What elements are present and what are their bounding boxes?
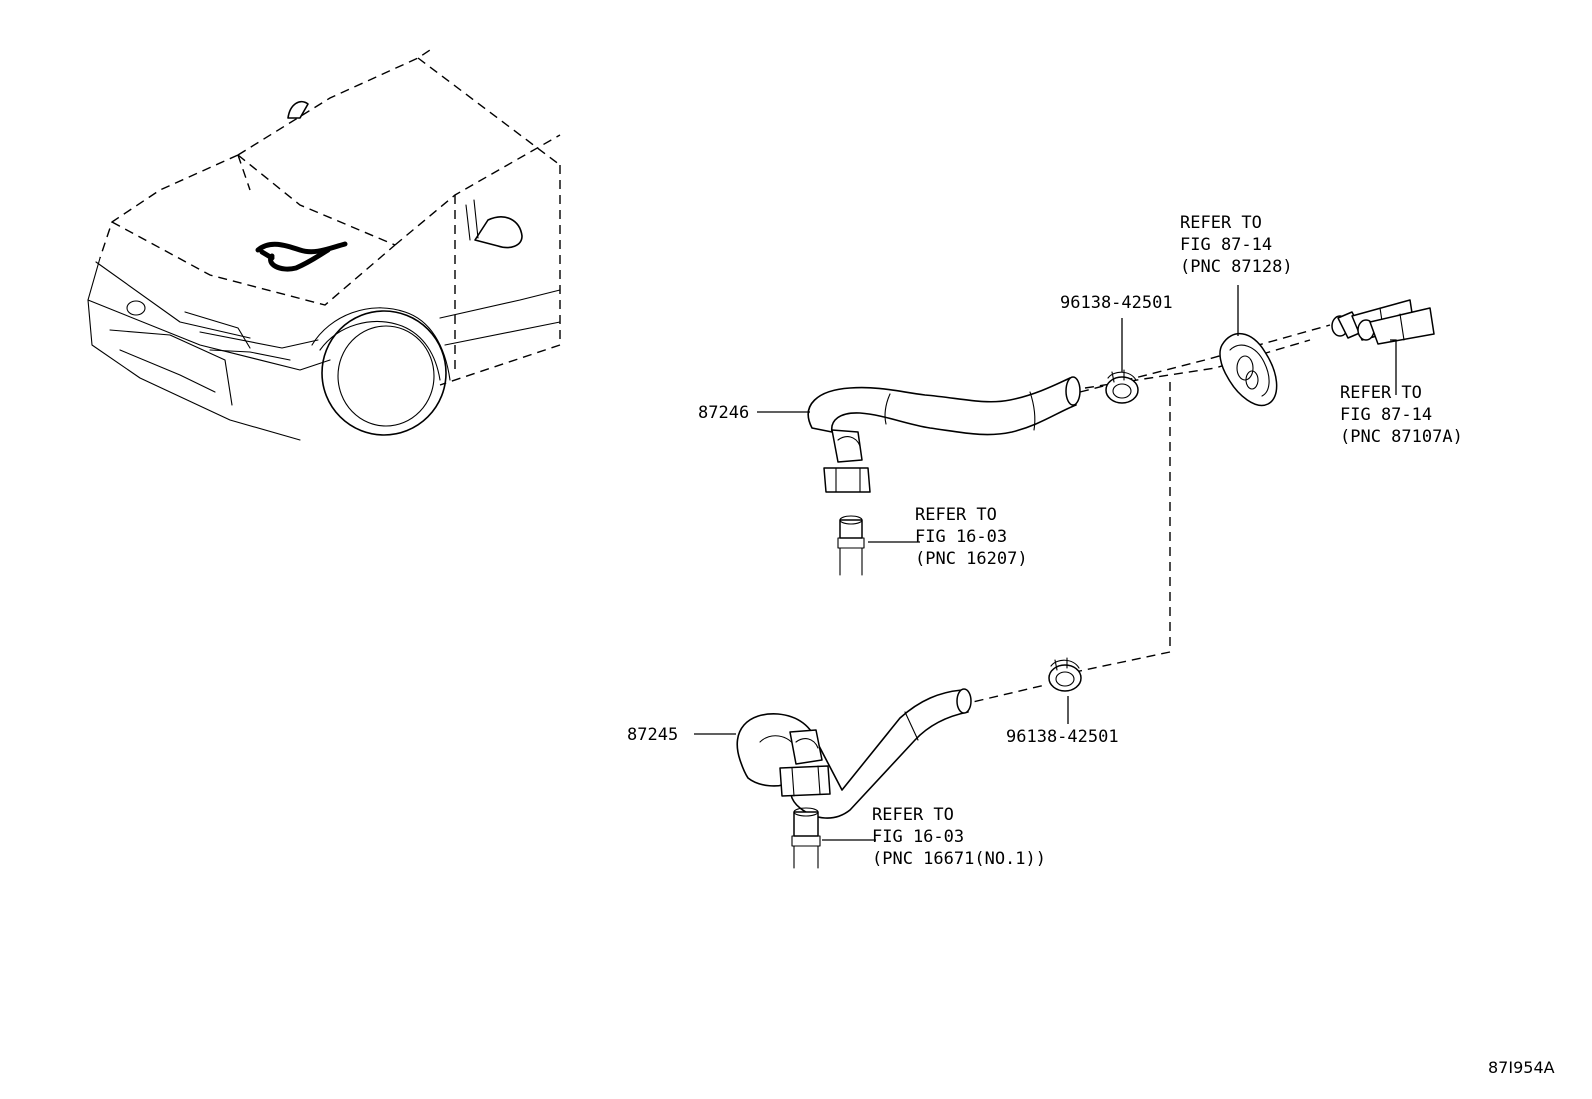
routing-centerlines (959, 324, 1331, 706)
pipe-stub-lower (791, 807, 821, 869)
svg-text:FIG 87-14: FIG 87-14 (1340, 405, 1432, 425)
svg-text:(PNC 16671(NO.1)): (PNC 16671(NO.1)) (872, 849, 1046, 869)
part-number-clamp-lower: 96138-42501 (1006, 727, 1119, 747)
svg-text:(PNC 87107A): (PNC 87107A) (1340, 427, 1463, 447)
reference-note-16207: REFER TO FIG 16-03 (PNC 16207) (915, 505, 1028, 569)
svg-text:REFER TO: REFER TO (1180, 213, 1262, 233)
leader-lines (694, 285, 1397, 841)
hose-87246 (807, 376, 1081, 493)
clamp-upper (1105, 369, 1139, 404)
part-number-clamp-upper: 96138-42501 (1060, 293, 1173, 313)
pipe-stub-upper (837, 515, 865, 576)
connector-fittings (1331, 299, 1435, 345)
svg-text:FIG 16-03: FIG 16-03 (872, 827, 964, 847)
svg-text:FIG 87-14: FIG 87-14 (1180, 235, 1272, 255)
svg-text:(PNC 87128): (PNC 87128) (1180, 257, 1293, 277)
reference-note-87128: REFER TO FIG 87-14 (PNC 87128) (1180, 213, 1293, 277)
svg-text:(PNC 16207): (PNC 16207) (915, 549, 1028, 569)
reference-note-87107a: REFER TO FIG 87-14 (PNC 87107A) (1340, 383, 1463, 447)
svg-text:REFER TO: REFER TO (872, 805, 954, 825)
clamp-lower (1048, 657, 1082, 692)
part-number-87246: 87246 (698, 403, 749, 423)
grommet-fitting (1219, 332, 1278, 407)
svg-text:REFER TO: REFER TO (1340, 383, 1422, 403)
svg-text:REFER TO: REFER TO (915, 505, 997, 525)
reference-note-16671: REFER TO FIG 16-03 (PNC 16671(NO.1)) (872, 805, 1046, 869)
figure-id: 87I954A (1488, 1058, 1555, 1077)
part-number-87245: 87245 (627, 725, 678, 745)
hose-87245 (736, 688, 972, 819)
callout-labels: 87246 87245 96138-42501 96138-42501 REFE… (627, 213, 1555, 1077)
vehicle-locator-illustration (87, 49, 561, 441)
svg-text:FIG 16-03: FIG 16-03 (915, 527, 1007, 547)
